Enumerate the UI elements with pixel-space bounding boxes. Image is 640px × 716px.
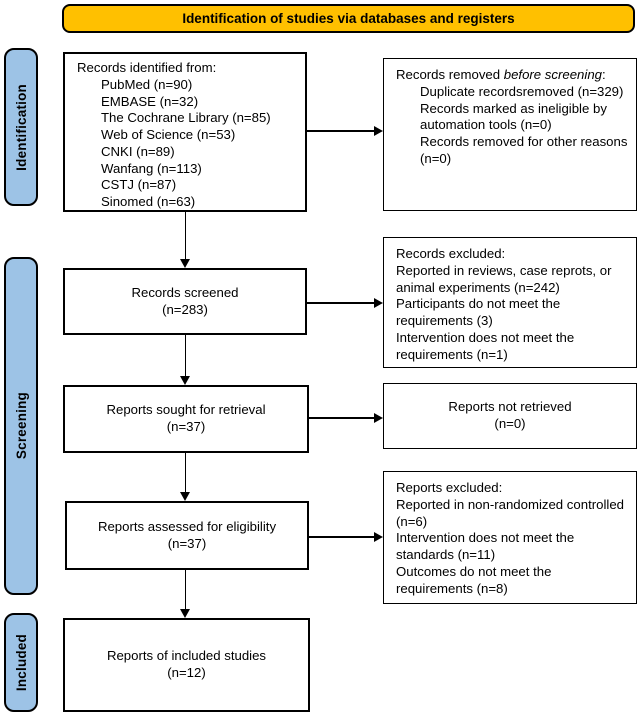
box-reports-excluded-title: Reports excluded: [396,480,628,497]
records-excluded-title-text: Records excluded: [396,246,506,261]
arrow-assessed-to-reports-excluded [309,536,374,538]
box-reports-not-retrieved-label: Reports not retrieved [448,399,572,415]
box-reports-excluded: Reports excluded: Reported in non-random… [383,471,637,604]
db-item: PubMed (n=90) [101,76,193,92]
removed-title-prefix: Records removed [396,67,504,82]
db-item: Web of Science (n=53) [101,127,236,143]
arrow-sought-to-assessed [184,453,187,492]
records-excluded-item: Reported in reviews, case reprots, or an… [396,262,612,295]
db-item: Sinomed (n=63) [101,194,196,210]
box-included-studies-count: (n=12) [167,665,206,680]
box-included-studies-label: Reports of included studies [106,648,267,664]
stage-label-identification-text: Identification [13,83,29,171]
db-item: Wanfang (n=113) [101,160,202,176]
box-records-screened-count: (n=283) [162,301,208,317]
arrow-identified-to-removed [307,130,374,132]
stage-label-included: Included [4,613,38,712]
reports-excluded-item: Reported in non-randomized controlled (n… [396,496,624,529]
arrow-sought-to-not-retrieved [309,417,374,419]
box-reports-not-retrieved-count: (n=0) [494,416,526,431]
removed-title-suffix: : [602,67,606,82]
db-item: CNKI (n=89) [101,143,175,159]
box-reports-assessed-count: (n=37) [167,535,207,551]
removed-title-italic: before screening [503,67,602,82]
reports-excluded-item: Outcomes do not meet the requirements (n… [396,563,552,596]
box-records-removed: Records removed before screening: Duplic… [383,58,637,211]
box-records-screened: Records screened (n=283) [63,268,307,335]
stage-label-included-text: Included [13,633,29,692]
arrow-screened-to-excluded [307,302,374,304]
arrow-assessed-to-included [184,570,187,609]
box-reports-assessed: Reports assessed for eligibility (n=37) [65,501,309,570]
db-item: EMBASE (n=32) [101,93,199,109]
stage-label-identification: Identification [4,48,38,206]
removed-item: Duplicate recordsremoved (n=329) [420,83,624,99]
box-records-screened-label: Records screened [131,284,239,300]
removed-item: Records removed for other reasons (n=0) [420,134,628,166]
box-reports-sought-label: Reports sought for retrieval [106,402,266,418]
box-records-removed-title: Records removed before screening: [396,67,628,84]
title-banner-text: Identification of studies via databases … [182,11,515,26]
reports-excluded-title-text: Reports excluded: [396,480,503,495]
reports-excluded-item: Intervention does not meet the standards… [396,530,575,563]
box-records-excluded-title: Records excluded: [396,246,628,263]
box-reports-assessed-label: Reports assessed for eligibility [97,518,277,534]
box-records-excluded: Records excluded: Reported in reviews, c… [383,237,637,368]
box-reports-sought-count: (n=37) [166,419,206,434]
box-records-identified: Records identified from: PubMed (n=90) E… [63,52,307,212]
title-banner: Identification of studies via databases … [62,4,635,33]
box-reports-not-retrieved: Reports not retrieved (n=0) [383,383,637,449]
box-included-studies: Reports of included studies (n=12) [63,618,310,712]
db-item: The Cochrane Library (n=85) [101,110,271,126]
stage-label-screening-text: Screening [13,392,29,460]
box-reports-sought: Reports sought for retrieval (n=37) [63,385,309,453]
box-records-identified-title: Records identified from: [77,60,217,75]
records-excluded-item: Intervention does not meet the requireme… [396,329,575,362]
records-excluded-item: Participants do not meet the requirement… [396,296,561,329]
arrow-screened-to-sought [184,335,187,376]
arrow-identified-to-screened [184,212,187,259]
db-item: CSTJ (n=87) [101,177,177,193]
stage-label-screening: Screening [4,257,38,595]
removed-item: Records marked as ineligible by automati… [420,100,607,133]
